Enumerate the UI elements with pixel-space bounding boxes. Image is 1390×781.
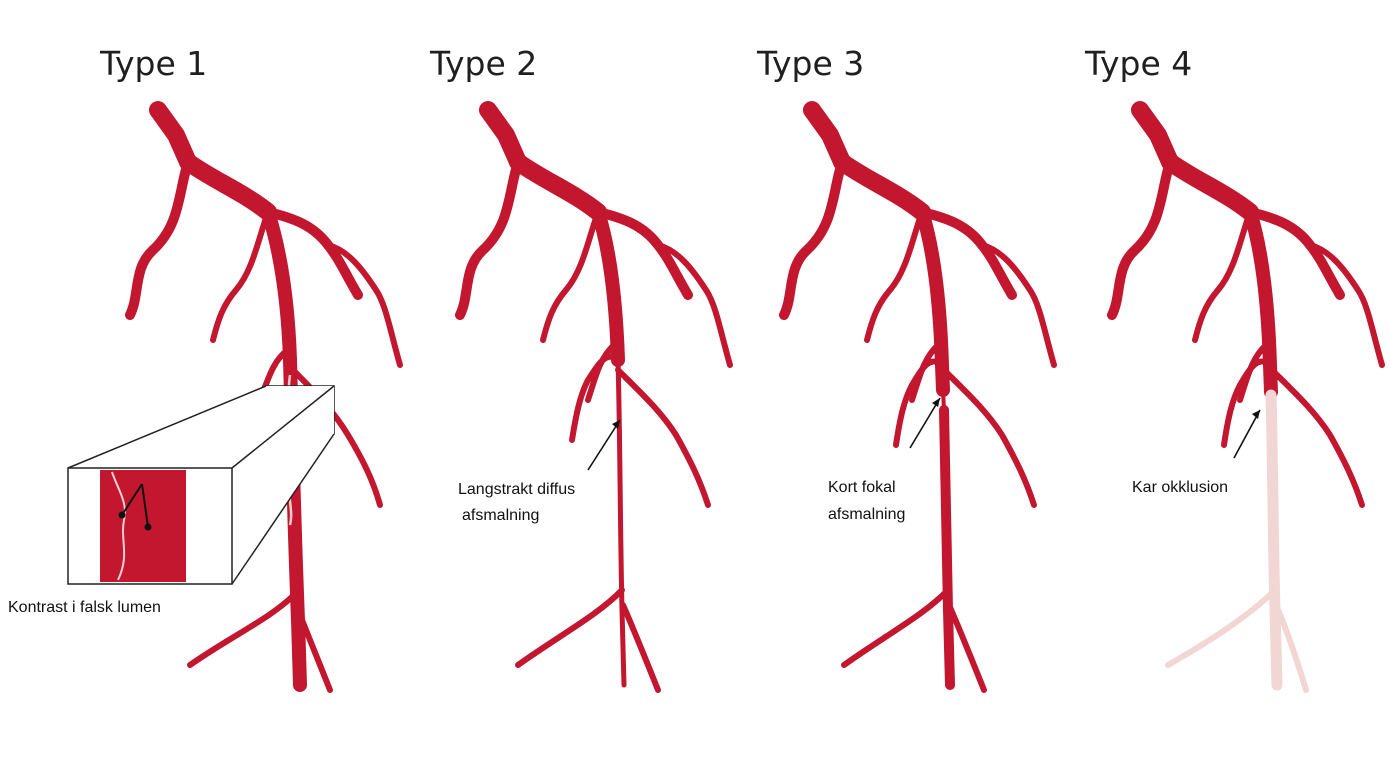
zoom-box xyxy=(67,385,335,585)
vessel-tree xyxy=(784,110,1054,693)
callout-label-line-1: Kort fokal xyxy=(828,479,896,496)
vessel-tree xyxy=(460,110,730,693)
callout-label-line-1: Langstrakt diffus xyxy=(458,481,575,498)
callout-label: Kar okklusion xyxy=(1132,479,1228,496)
callout-label-line-2: afsmalning xyxy=(828,506,905,523)
callout-arrow xyxy=(587,419,621,471)
panel-title: Type 3 xyxy=(756,44,864,83)
callout-label-line-2: afsmalning xyxy=(462,507,539,524)
panel-type-2: Type 2 Langstrakt diffus afsmalning xyxy=(429,44,730,693)
panel-type-1: Type 1 xyxy=(8,44,400,693)
panel-type-4: Type 4 Kar okklusion xyxy=(1084,44,1382,693)
callout-label: Kontrast i falsk lumen xyxy=(8,599,161,616)
panel-title: Type 4 xyxy=(1084,44,1192,83)
panel-title: Type 1 xyxy=(99,44,207,83)
callout-arrow xyxy=(909,397,941,449)
callout-arrow xyxy=(1233,409,1261,459)
panel-title: Type 2 xyxy=(429,44,537,83)
panel-type-3: Type 3 Kort fokal afsmalning xyxy=(756,44,1054,693)
vessel-tree xyxy=(1112,110,1382,508)
occluded-vessel xyxy=(1165,389,1309,693)
